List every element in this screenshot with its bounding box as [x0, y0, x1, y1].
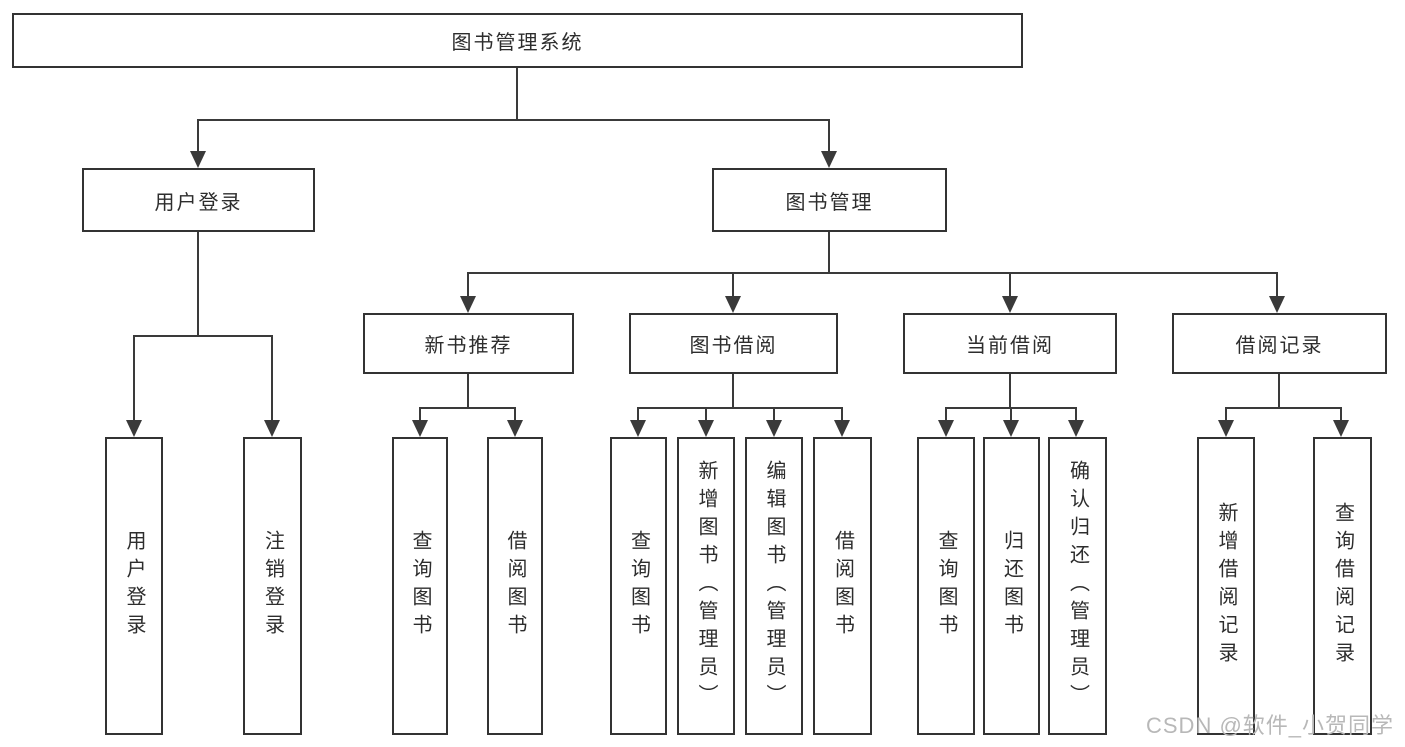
arrowhead-leaf-add-book — [698, 420, 714, 437]
connector-to-user-login — [197, 119, 199, 151]
connector-to-leaf-query-record — [1340, 407, 1342, 420]
leaf-borrow-books-borrowing: 借阅图书 — [813, 437, 872, 735]
leaf-logout-label: 注销登录 — [261, 530, 284, 642]
leaf-query-books-current: 查询图书 — [917, 437, 975, 735]
leaf-return-book-label: 归还图书 — [1000, 530, 1023, 642]
leaf-add-book-admin-label: 新增图书（管理员） — [695, 460, 717, 712]
connector-records-hline — [1225, 407, 1342, 409]
connector-borrowing-hline — [637, 407, 843, 409]
connector-to-leaf-user-login — [133, 335, 135, 420]
leaf-add-borrow-record: 新增借阅记录 — [1197, 437, 1255, 735]
connector-to-borrow-records — [1276, 272, 1278, 296]
connector-to-leaf-query-borrowing — [637, 407, 639, 420]
arrowhead-leaf-borrow-borrowing — [834, 420, 850, 437]
node-book-borrowing: 图书借阅 — [629, 313, 838, 374]
arrowhead-current-borrowing — [1002, 296, 1018, 313]
arrowhead-leaf-query-record — [1333, 420, 1349, 437]
connector-to-current-borrowing — [1009, 272, 1011, 296]
connector-to-leaf-query-current — [945, 407, 947, 420]
node-current-borrowing: 当前借阅 — [903, 313, 1117, 374]
arrowhead-leaf-add-record — [1218, 420, 1234, 437]
arrowhead-leaf-query-current — [938, 420, 954, 437]
connector-user-login-stub — [197, 232, 199, 335]
leaf-query-books-recommend: 查询图书 — [392, 437, 448, 735]
connector-to-leaf-logout — [271, 335, 273, 420]
leaf-query-borrow-record: 查询借阅记录 — [1313, 437, 1372, 735]
node-book-management: 图书管理 — [712, 168, 947, 232]
connector-to-leaf-confirm-return — [1075, 407, 1077, 420]
connector-level2-hline — [197, 119, 830, 121]
leaf-borrow-books-recommend-label: 借阅图书 — [504, 530, 526, 642]
connector-recommend-stub — [467, 374, 469, 407]
arrowhead-book-management — [821, 151, 837, 168]
leaf-user-login: 用户登录 — [105, 437, 163, 735]
connector-root-stub — [516, 68, 518, 119]
leaf-borrow-books-recommend: 借阅图书 — [487, 437, 543, 735]
node-borrow-records: 借阅记录 — [1172, 313, 1387, 374]
leaf-query-books-current-label: 查询图书 — [935, 530, 957, 642]
connector-user-login-hline — [133, 335, 273, 337]
connector-to-book-management — [828, 119, 830, 151]
connector-to-leaf-add-record — [1225, 407, 1227, 420]
arrowhead-user-login — [190, 151, 206, 168]
leaf-borrow-books-borrowing-label: 借阅图书 — [831, 530, 854, 642]
node-new-book-recommend: 新书推荐 — [363, 313, 574, 374]
leaf-query-books-recommend-label: 查询图书 — [409, 530, 431, 642]
arrowhead-book-borrowing — [725, 296, 741, 313]
connector-to-leaf-query-recommend — [419, 407, 421, 420]
connector-to-leaf-add-book — [705, 407, 707, 420]
leaf-confirm-return-admin: 确认归还（管理员） — [1048, 437, 1107, 735]
leaf-add-book-admin: 新增图书（管理员） — [677, 437, 735, 735]
arrowhead-leaf-query-recommend — [412, 420, 428, 437]
connector-to-leaf-borrow-recommend — [514, 407, 516, 420]
connector-level3-hline — [467, 272, 1278, 274]
arrowhead-leaf-user-login — [126, 420, 142, 437]
arrowhead-new-book-recommend — [460, 296, 476, 313]
node-user-login: 用户登录 — [82, 168, 315, 232]
connector-book-management-stub — [828, 232, 830, 272]
arrowhead-borrow-records — [1269, 296, 1285, 313]
connector-current-stub — [1009, 374, 1011, 407]
connector-to-leaf-return-book — [1010, 407, 1012, 420]
leaf-edit-book-admin: 编辑图书（管理员） — [745, 437, 803, 735]
csdn-watermark: CSDN @软件_小贺同学 — [1146, 713, 1395, 738]
arrowhead-leaf-logout — [264, 420, 280, 437]
arrowhead-leaf-confirm-return — [1068, 420, 1084, 437]
connector-to-book-borrowing — [732, 272, 734, 296]
leaf-user-login-label: 用户登录 — [123, 530, 145, 642]
arrowhead-leaf-return-book — [1003, 420, 1019, 437]
leaf-return-book: 归还图书 — [983, 437, 1040, 735]
connector-borrowing-stub — [732, 374, 734, 407]
leaf-confirm-return-admin-label: 确认归还（管理员） — [1066, 460, 1089, 712]
leaf-query-books-borrowing-label: 查询图书 — [627, 530, 650, 642]
leaf-query-books-borrowing: 查询图书 — [610, 437, 667, 735]
connector-records-stub — [1278, 374, 1280, 407]
connector-to-leaf-borrow-borrowing — [841, 407, 843, 420]
connector-to-new-book-recommend — [467, 272, 469, 296]
connector-to-leaf-edit-book — [773, 407, 775, 420]
connector-recommend-hline — [419, 407, 516, 409]
arrowhead-leaf-borrow-recommend — [507, 420, 523, 437]
leaf-logout: 注销登录 — [243, 437, 302, 735]
leaf-add-borrow-record-label: 新增借阅记录 — [1215, 502, 1237, 670]
node-root-library-management-system: 图书管理系统 — [12, 13, 1023, 68]
leaf-edit-book-admin-label: 编辑图书（管理员） — [763, 460, 785, 712]
arrowhead-leaf-edit-book — [766, 420, 782, 437]
arrowhead-leaf-query-borrowing — [630, 420, 646, 437]
leaf-query-borrow-record-label: 查询借阅记录 — [1331, 502, 1354, 670]
